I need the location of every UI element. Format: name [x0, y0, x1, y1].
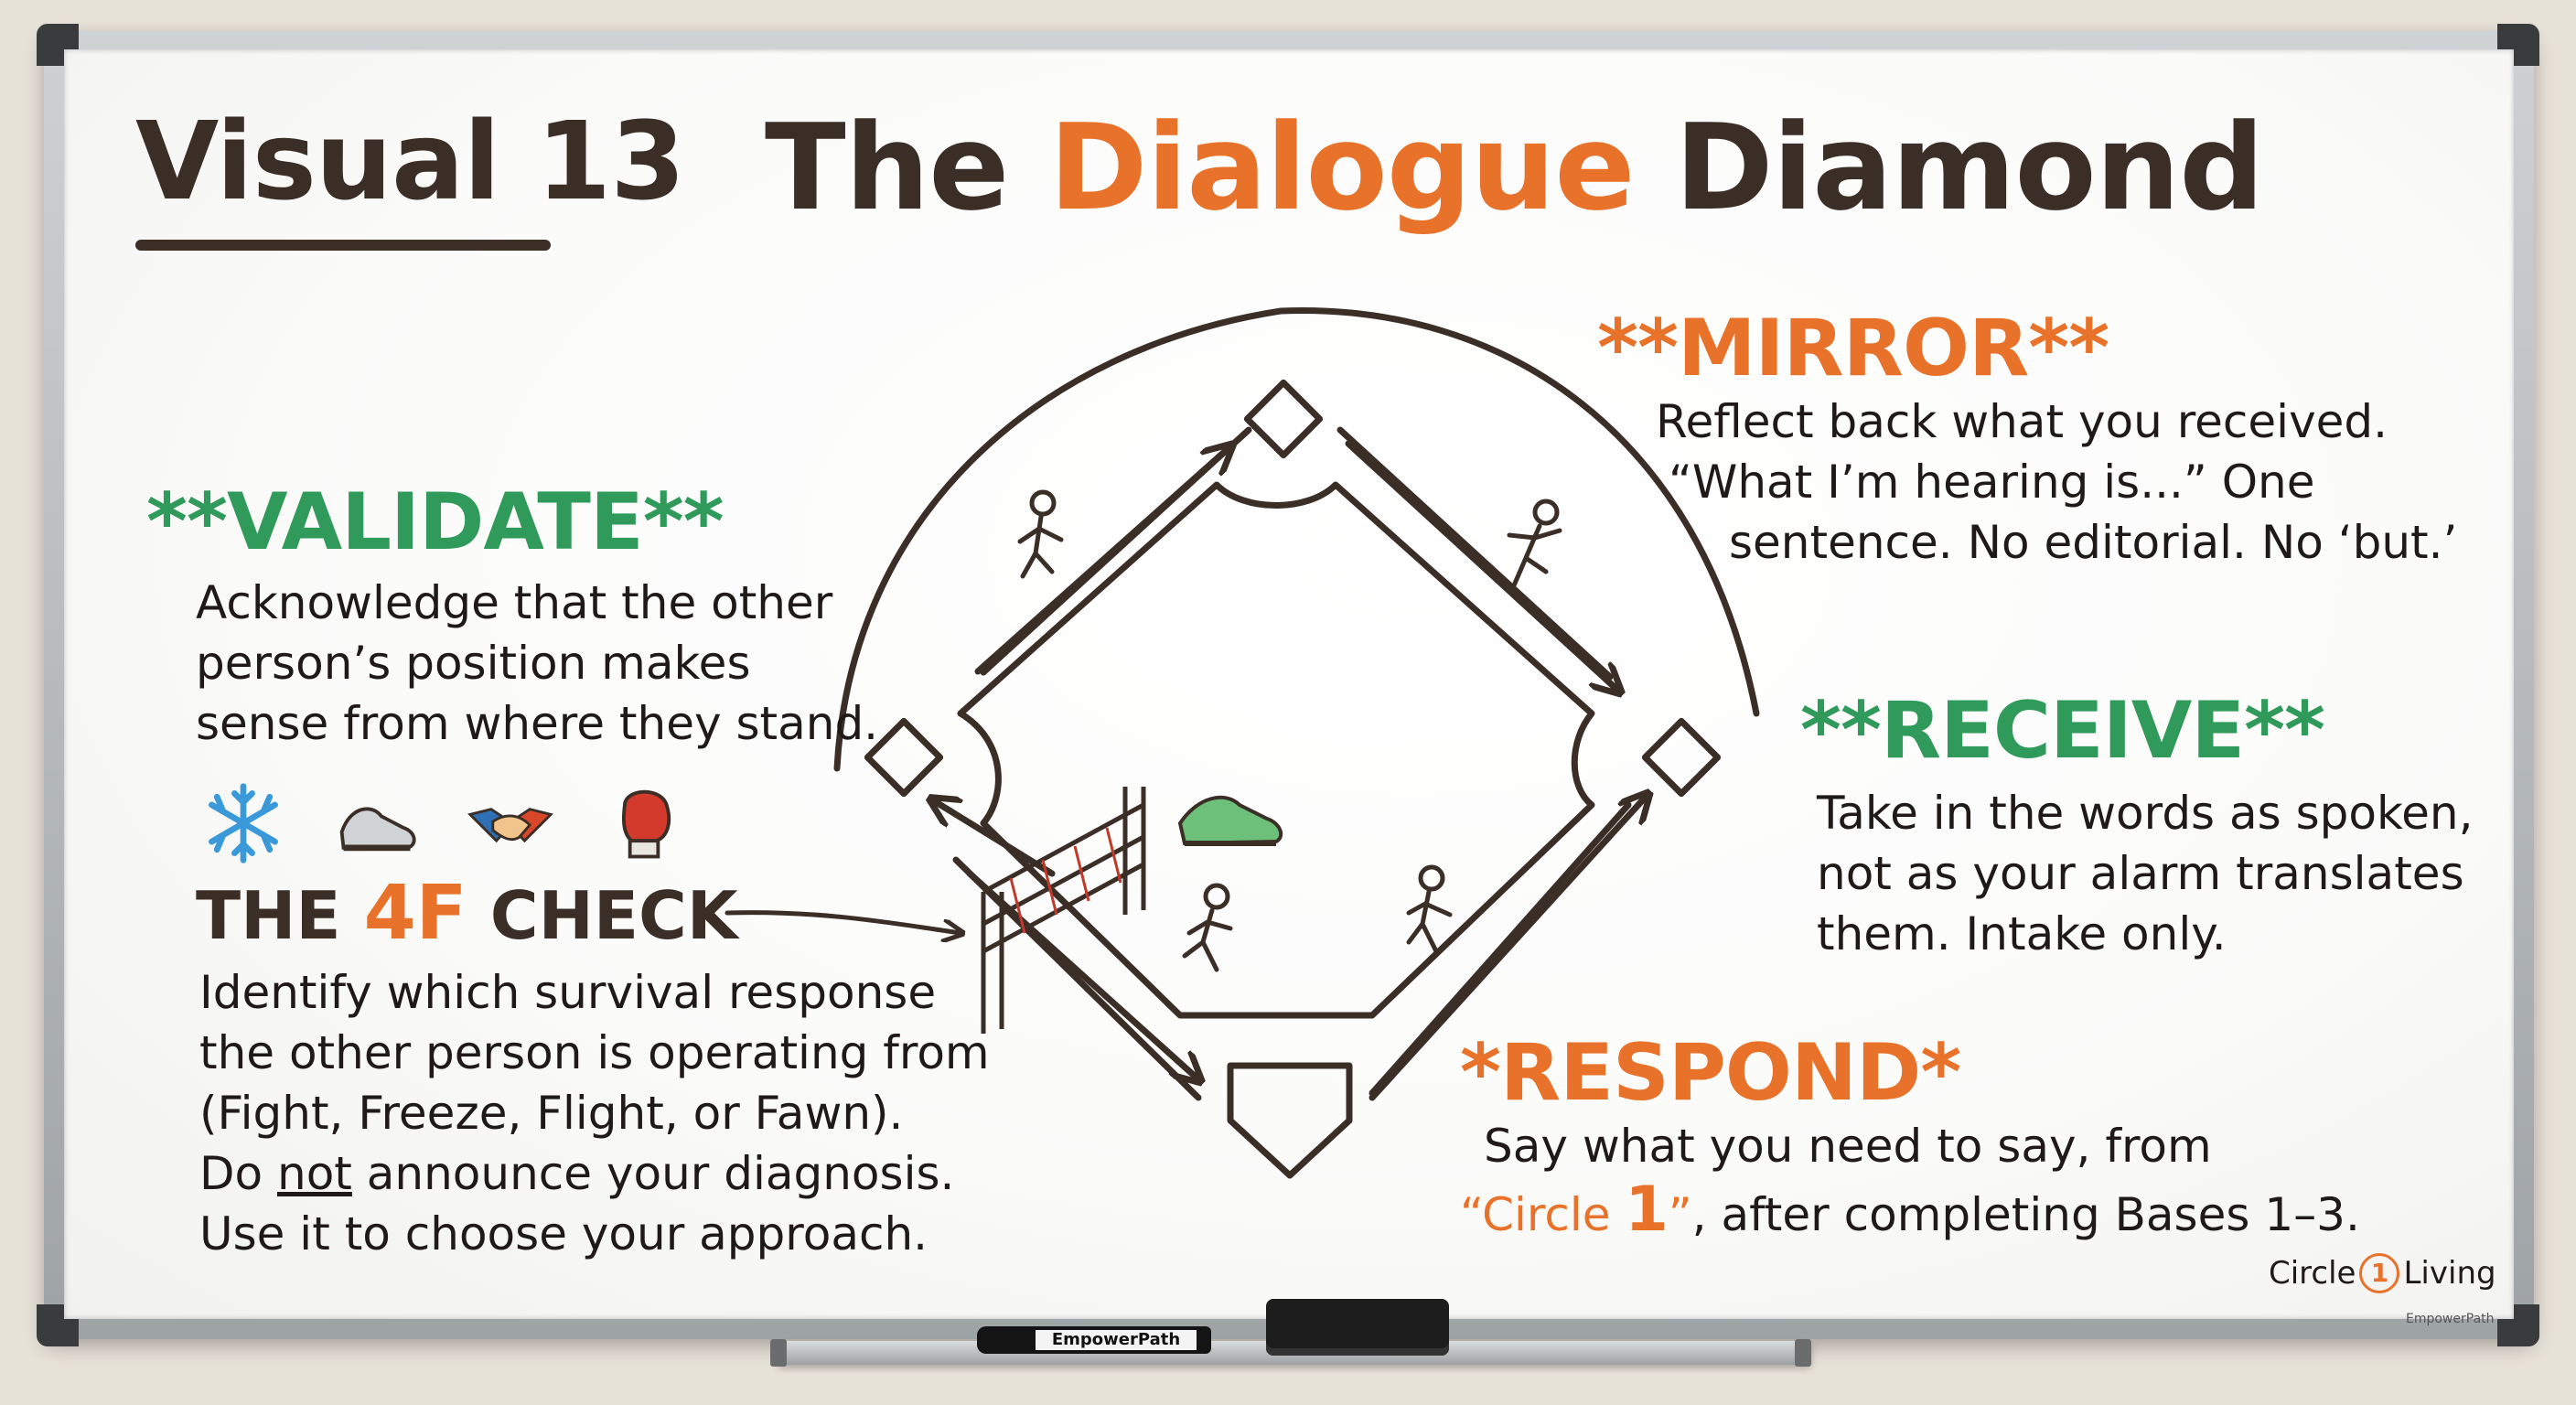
mirror-line: Reflect back what you received.: [1656, 395, 2388, 448]
green-shoe-icon: [1177, 795, 1283, 846]
tray-end-cap-left: [770, 1339, 787, 1367]
validate-line: sense from where they stand.: [196, 697, 879, 750]
first-base: [1641, 717, 1722, 798]
check-title-pre: THE: [196, 877, 364, 954]
visual-label: Visual 13: [135, 98, 685, 224]
check-line: the other person is operating from: [199, 1026, 990, 1079]
check-line4-underlined: not: [277, 1147, 352, 1200]
gate-icon: [981, 787, 1146, 1034]
visual-label-underline: [135, 240, 551, 251]
second-base: [1243, 379, 1324, 459]
runner-icon-bottom: [1406, 864, 1453, 954]
check-title-accent: 4F: [363, 870, 467, 957]
receive-line: not as your alarm translates: [1817, 847, 2464, 900]
check-line: Use it to choose your approach.: [199, 1207, 928, 1260]
title-part2: Diamond: [1634, 98, 2265, 237]
validate-line: Acknowledge that the other: [196, 576, 833, 629]
third-base: [864, 717, 944, 798]
runner-icon-left: [1017, 489, 1064, 579]
running-shoe-icon: [339, 807, 416, 852]
validate-line: person’s position makes: [196, 637, 751, 690]
eraser[interactable]: [1266, 1299, 1449, 1356]
check-line: (Fight, Freeze, Flight, or Fawn).: [199, 1087, 904, 1140]
mirror-text: Reflect back what you received. “What I’…: [1656, 391, 2457, 573]
receive-heading: **RECEIVE**: [1800, 685, 2325, 777]
arrow-third-to-home: [966, 870, 1198, 1079]
marker-label: EmpowerPath: [1036, 1330, 1197, 1350]
four-f-icons: [199, 779, 688, 867]
page-title: The Dialogue Diamond: [765, 102, 2264, 233]
validate-text: Acknowledge that the other person’s posi…: [196, 573, 878, 754]
arrow-home-to-first: [1368, 796, 1647, 1101]
arrow-second-to-third: [974, 447, 1229, 675]
brand-circle: Circle: [2269, 1255, 2356, 1292]
four-f-check-title: THE 4F CHECK: [196, 876, 738, 951]
title-accent: Dialogue: [1048, 98, 1636, 237]
arrow-check-to-gate: [724, 910, 961, 933]
circle-one-quote: “Circle 1”: [1460, 1179, 1692, 1242]
receive-line: them. Intake only.: [1817, 907, 2227, 960]
check-line: Do not announce your diagnosis.: [199, 1143, 990, 1204]
title-part1: The: [765, 98, 1049, 237]
arrow-first-to-second: [1345, 440, 1618, 691]
snowflake-icon: [209, 783, 278, 863]
handshake-icon: [467, 808, 553, 843]
quote-number: 1: [1625, 1174, 1669, 1246]
brand-logo: Circle 1 Living: [2269, 1253, 2496, 1293]
respond-heading: *RESPOND*: [1460, 1027, 1961, 1119]
check-line4-post: announce your diagnosis.: [351, 1147, 955, 1200]
brand-one: 1: [2359, 1253, 2400, 1293]
respond-line1: Say what you need to say, from: [1484, 1120, 2212, 1173]
arrow-home-to-third: [933, 800, 1056, 877]
brand-living: Living: [2403, 1255, 2496, 1292]
quote-close: ”: [1668, 1188, 1692, 1241]
tray-end-cap-right: [1795, 1339, 1811, 1367]
receive-line: Take in the words as spoken,: [1817, 787, 2474, 840]
boxing-glove-icon: [622, 789, 671, 859]
outer-edge-right: [1336, 426, 1614, 681]
check-title-post: CHECK: [467, 877, 738, 954]
mirror-line: sentence. No editorial. No ‘but.’: [1729, 516, 2458, 569]
four-f-check-text: Identify which survival response the oth…: [199, 962, 990, 1264]
brand-sub: EmpowerPath: [2406, 1312, 2495, 1326]
runner-icon-gate: [1182, 883, 1233, 972]
respond-line2: “Circle 1”, after completing Bases 1–3.: [1460, 1179, 2360, 1245]
respond-line2-rest: , after completing Bases 1–3.: [1691, 1188, 2360, 1241]
home-plate: [1227, 1062, 1353, 1179]
infield-inner: [957, 481, 1595, 1019]
check-line: Identify which survival response: [199, 966, 937, 1019]
runner-icons: [1017, 489, 1562, 972]
mirror-heading: **MIRROR**: [1597, 303, 2109, 394]
validate-heading: **VALIDATE**: [146, 477, 724, 568]
outer-edge-bottom-right: [1368, 801, 1632, 1097]
receive-text: Take in the words as spoken, not as your…: [1817, 783, 2473, 964]
outfield-arc: [833, 307, 1760, 772]
check-line4-pre: Do: [199, 1147, 277, 1200]
whiteboard-surface: [64, 49, 2514, 1319]
mirror-line: “What I’m hearing is...” One: [1669, 456, 2315, 509]
runner-icon-right: [1507, 499, 1562, 588]
quote-open: “Circle: [1460, 1188, 1626, 1241]
